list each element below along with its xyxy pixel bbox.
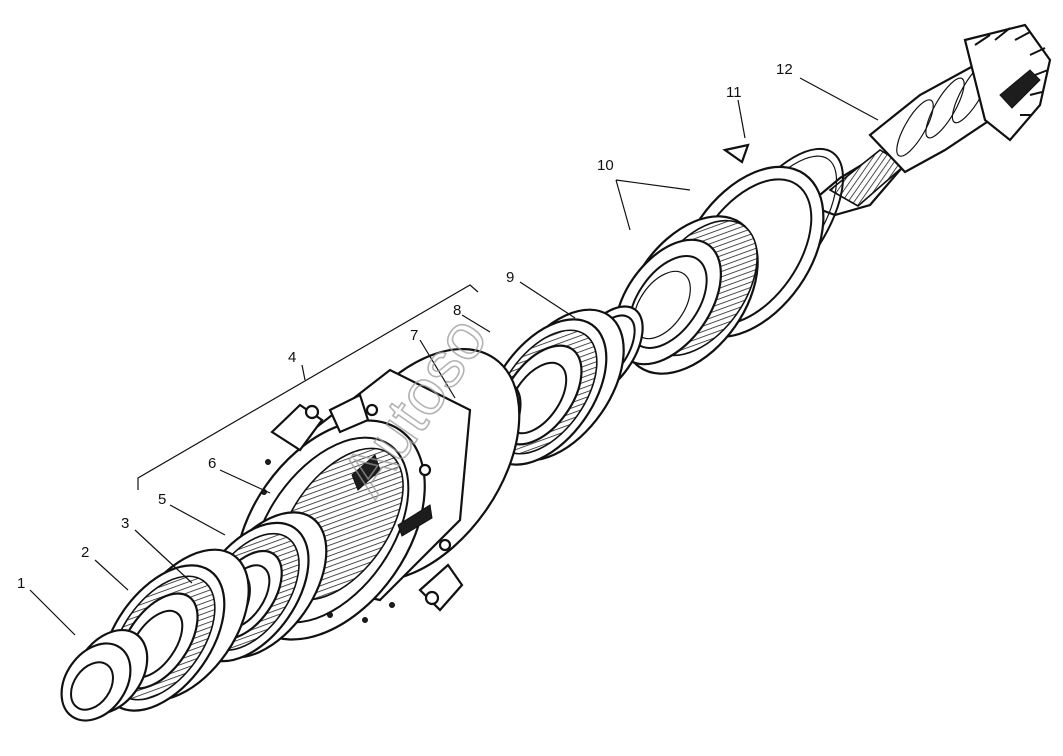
label-6: 6 <box>208 455 216 472</box>
part-12-pinion-shaft <box>797 23 1052 221</box>
leader-lines <box>29 77 879 636</box>
label-3: 3 <box>121 515 129 532</box>
label-7: 7 <box>410 327 418 344</box>
label-11: 11 <box>726 84 742 101</box>
label-9: 9 <box>506 269 514 286</box>
part-1-cap <box>60 628 149 722</box>
label-12: 12 <box>776 61 793 78</box>
label-8: 8 <box>453 302 461 319</box>
label-4: 4 <box>288 349 296 366</box>
part-labels: 1 2 3 4 5 6 7 8 9 10 11 12 <box>17 61 793 592</box>
part-6-bearing-housing <box>234 347 521 641</box>
group-4-bracket <box>137 284 479 490</box>
label-2: 2 <box>81 544 89 561</box>
label-10: 10 <box>597 157 614 174</box>
part-10-roller-bearing <box>614 165 825 375</box>
label-1: 1 <box>17 575 25 592</box>
label-5: 5 <box>158 491 166 508</box>
